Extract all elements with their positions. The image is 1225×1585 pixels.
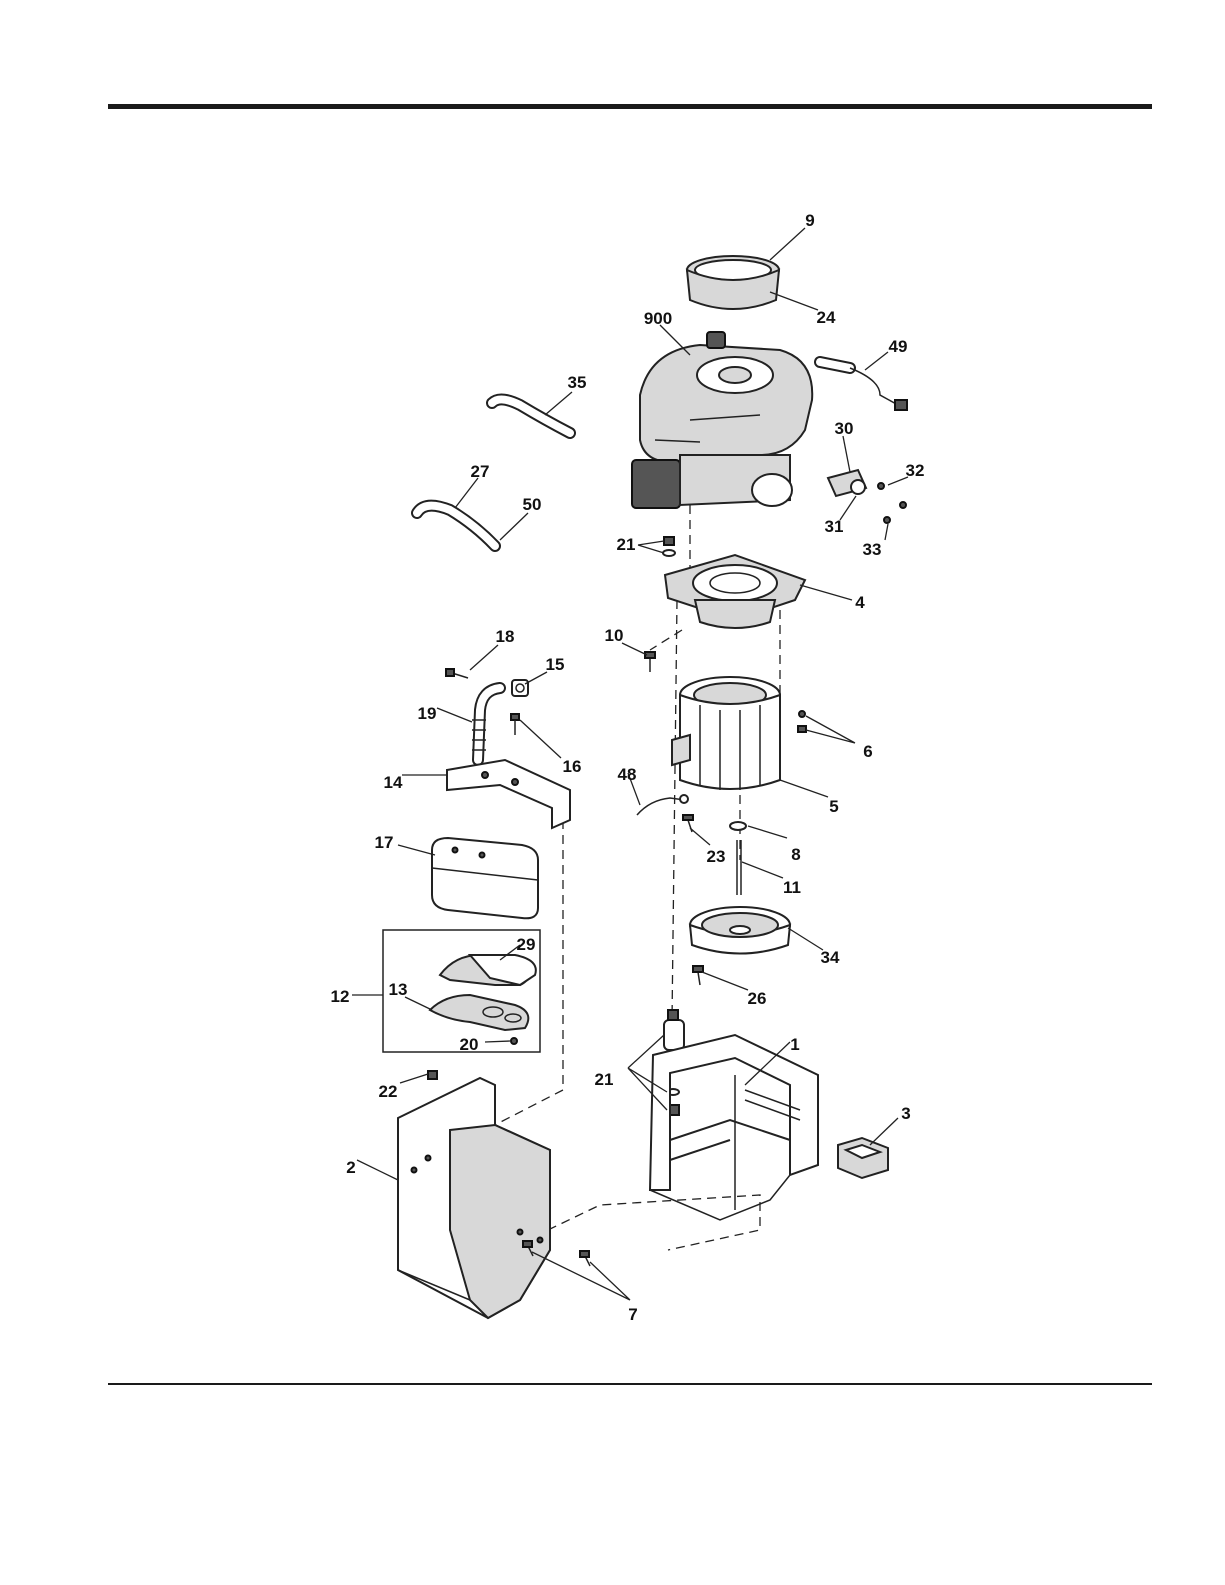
part-screw-26: [693, 966, 703, 985]
callout-3: 3: [901, 1104, 910, 1123]
callout-900: 900: [644, 309, 672, 328]
callout-29: 29: [517, 935, 536, 954]
callout-24: 24: [817, 308, 836, 327]
callout-30: 30: [835, 419, 854, 438]
part-ring-9: [687, 256, 779, 309]
part-gasket-13: [430, 995, 528, 1030]
callout-17: 17: [375, 833, 394, 852]
part-screw-18: [446, 669, 468, 678]
callout-15: 15: [546, 655, 565, 674]
callout-49: 49: [889, 337, 908, 356]
callout-31: 31: [825, 517, 844, 536]
callout-14: 14: [384, 773, 403, 792]
part-nut-20: [511, 1038, 517, 1044]
part-panel-2: [398, 1078, 550, 1318]
callout-6: 6: [863, 742, 872, 761]
part-gasket-15: [512, 680, 528, 696]
part-frame-1: [650, 1035, 818, 1220]
part-end-cover-34: [690, 907, 790, 954]
callout-35: 35: [568, 373, 587, 392]
callout-21-bottom: 21: [595, 1070, 614, 1089]
callout-11: 11: [783, 878, 801, 897]
callout-13: 13: [389, 980, 408, 999]
callout-23: 23: [707, 847, 726, 866]
callout-18: 18: [496, 627, 515, 646]
part-muffler-17: [432, 838, 538, 918]
callout-1: 1: [790, 1035, 799, 1054]
callout-9: 9: [805, 211, 814, 230]
callout-33: 33: [863, 540, 882, 559]
callout-21-top: 21: [617, 535, 636, 554]
callout-10: 10: [605, 626, 624, 645]
callout-50: 50: [523, 495, 542, 514]
part-nut-21-top: [663, 537, 675, 556]
part-switch-31: [851, 480, 865, 494]
callout-7: 7: [628, 1305, 637, 1324]
part-foot-3: [838, 1138, 888, 1178]
callout-4: 4: [855, 593, 865, 612]
callout-22: 22: [379, 1082, 398, 1101]
part-wire-48: [637, 795, 688, 815]
part-gasket-29: [440, 955, 536, 985]
part-fasteners-32-33: [878, 483, 906, 523]
callout-5: 5: [829, 797, 838, 816]
callout-12: 12: [331, 987, 350, 1006]
part-alternator-5: [672, 677, 780, 790]
part-screws-6: [798, 711, 806, 732]
part-nut-22: [428, 1071, 437, 1079]
part-washer-8: [730, 822, 746, 830]
part-engine-900: [632, 332, 812, 508]
callout-16: 16: [563, 757, 582, 776]
part-exhaust-tube-19: [472, 688, 500, 760]
callout-27: 27: [471, 462, 490, 481]
callout-26: 26: [748, 989, 767, 1008]
part-bolt-11: [737, 840, 741, 895]
callout-2: 2: [346, 1158, 355, 1177]
callout-34: 34: [821, 948, 840, 967]
part-adapter-plate-4: [665, 555, 805, 628]
callout-32: 32: [906, 461, 925, 480]
callout-20: 20: [460, 1035, 479, 1054]
callout-19: 19: [418, 704, 437, 723]
part-bolt-16: [511, 714, 519, 735]
callout-48: 48: [618, 765, 637, 784]
callout-8: 8: [791, 845, 800, 864]
part-cable-49: [820, 362, 907, 410]
part-muffler-bracket-14: [447, 760, 570, 828]
part-hose-27: [417, 506, 495, 546]
